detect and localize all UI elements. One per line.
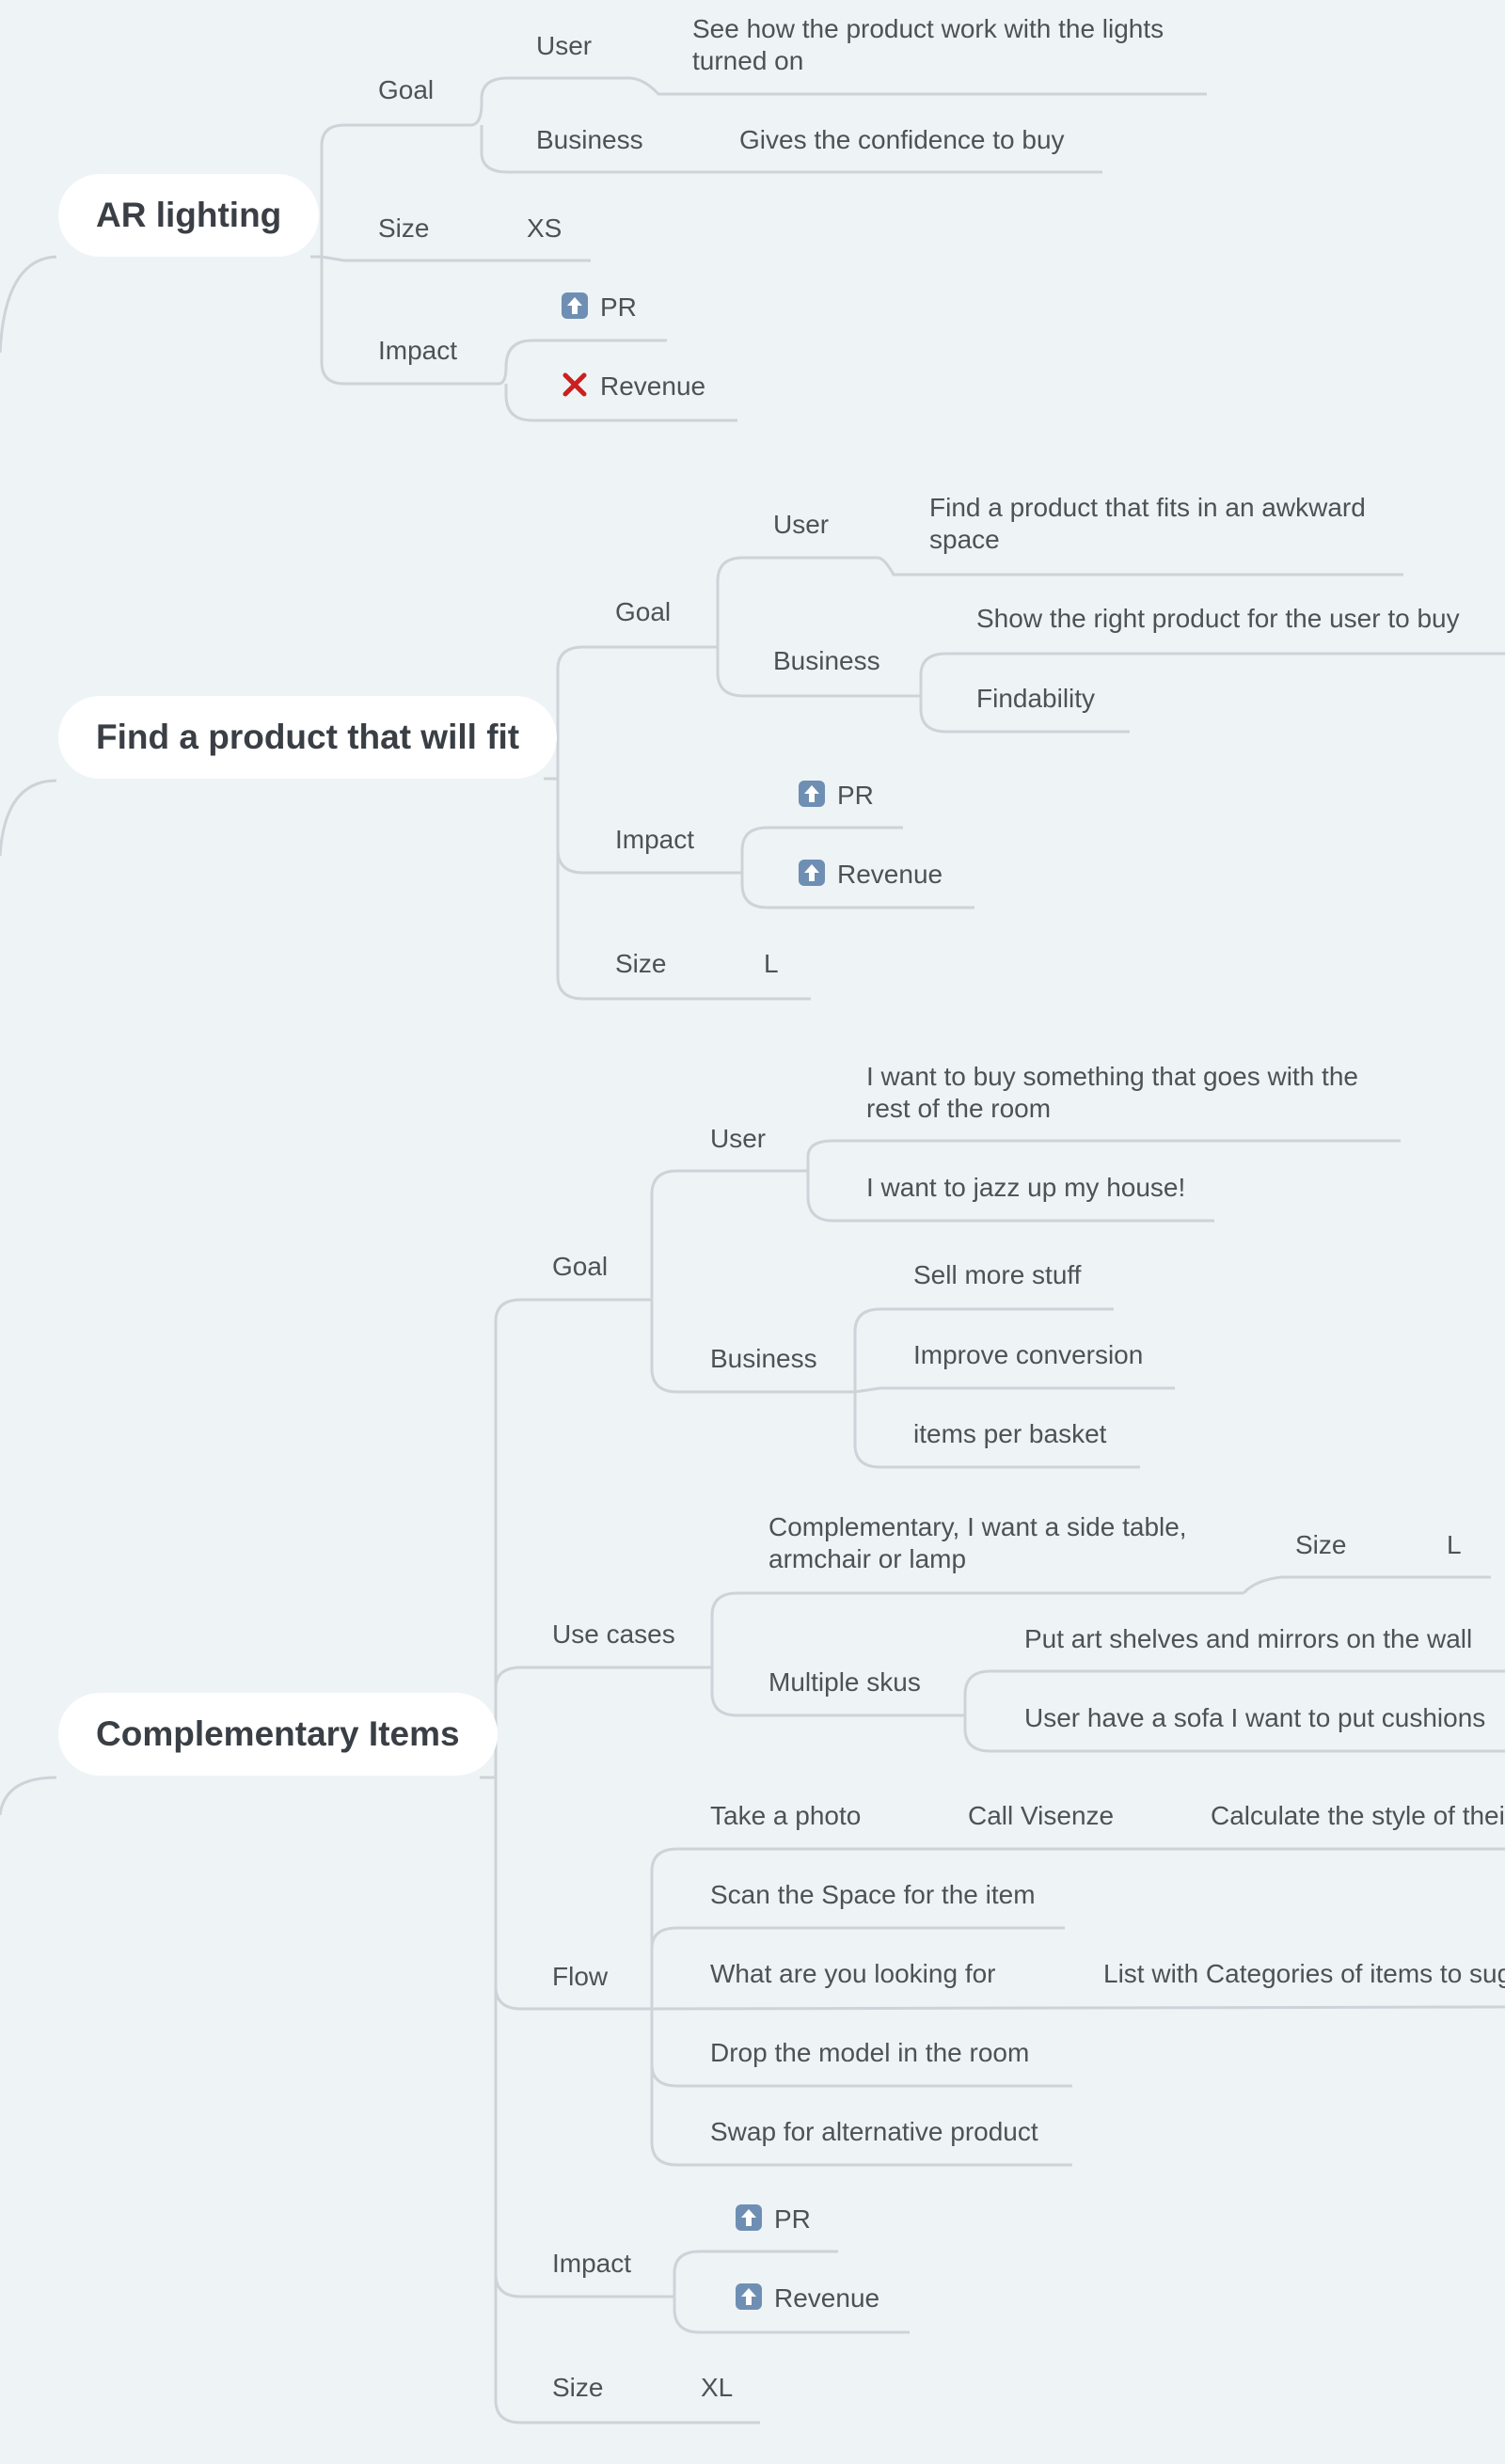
up-arrow-icon — [735, 2203, 763, 2239]
complementary-business-item-2[interactable]: Improve conversion — [913, 1340, 1144, 1369]
find-product-goal[interactable]: Goal — [615, 597, 672, 626]
cross-icon — [561, 371, 589, 406]
find-product-business-item-2[interactable]: Findability — [976, 684, 1096, 713]
complementary-goal[interactable]: Goal — [552, 1252, 609, 1281]
root-topic-complementary-items[interactable]: Complementary Items — [58, 1693, 498, 1776]
complementary-use-cases[interactable]: Use cases — [552, 1619, 675, 1649]
ar-lighting-size-value[interactable]: XS — [527, 213, 562, 243]
use-case-complementary[interactable]: Complementary, I want a side table, armc… — [768, 1512, 1187, 1573]
ar-lighting-impact-revenue[interactable]: Revenue — [561, 371, 705, 406]
complementary-flow[interactable]: Flow — [552, 1962, 609, 1991]
flow-drop-model[interactable]: Drop the model in the room — [710, 2038, 1030, 2067]
complementary-user[interactable]: User — [710, 1124, 767, 1153]
flow-call-visenze[interactable]: Call Visenze — [968, 1801, 1115, 1830]
flow-calculate-style[interactable]: Calculate the style of thei — [1211, 1801, 1505, 1830]
up-arrow-icon — [798, 859, 826, 894]
up-arrow-icon — [561, 292, 589, 327]
ar-lighting-business-text[interactable]: Gives the confidence to buy — [739, 125, 1065, 154]
ar-lighting-goal[interactable]: Goal — [378, 75, 435, 104]
ar-lighting-impact-pr-label: PR — [600, 292, 637, 322]
flow-scan-space[interactable]: Scan the Space for the item — [710, 1880, 1036, 1909]
find-product-size[interactable]: Size — [615, 949, 667, 978]
ar-lighting-user[interactable]: User — [536, 31, 593, 60]
up-arrow-icon — [798, 780, 826, 815]
find-product-business-item-1[interactable]: Show the right product for the user to b… — [976, 604, 1460, 633]
multiple-skus-item-2[interactable]: User have a sofa I want to put cushions — [1024, 1703, 1486, 1732]
find-product-size-value[interactable]: L — [764, 949, 779, 978]
flow-take-photo[interactable]: Take a photo — [710, 1801, 862, 1830]
complementary-impact-revenue[interactable]: Revenue — [735, 2282, 879, 2318]
complementary-impact[interactable]: Impact — [552, 2249, 632, 2278]
flow-swap-product[interactable]: Swap for alternative product — [710, 2117, 1038, 2146]
find-product-impact-pr-label: PR — [837, 781, 874, 810]
find-product-impact-revenue-label: Revenue — [837, 860, 943, 889]
find-product-user[interactable]: User — [773, 510, 830, 539]
complementary-impact-revenue-label: Revenue — [774, 2283, 880, 2313]
ar-lighting-user-text[interactable]: See how the product work with the lights… — [692, 14, 1164, 75]
use-case-size-value[interactable]: L — [1447, 1530, 1462, 1559]
find-product-business[interactable]: Business — [773, 646, 880, 675]
find-product-impact-pr[interactable]: PR — [798, 780, 874, 815]
complementary-user-item-1[interactable]: I want to buy something that goes with t… — [866, 1062, 1358, 1123]
complementary-user-item-2[interactable]: I want to jazz up my house! — [866, 1173, 1186, 1202]
complementary-business[interactable]: Business — [710, 1344, 817, 1373]
up-arrow-icon — [735, 2282, 763, 2318]
find-product-user-text[interactable]: Find a product that fits in an awkward s… — [929, 493, 1366, 554]
root-topic-ar-lighting[interactable]: AR lighting — [58, 174, 320, 257]
ar-lighting-impact[interactable]: Impact — [378, 336, 458, 365]
complementary-business-item-3[interactable]: items per basket — [913, 1419, 1107, 1448]
find-product-impact-revenue[interactable]: Revenue — [798, 859, 943, 894]
use-case-multiple-skus[interactable]: Multiple skus — [768, 1667, 921, 1697]
ar-lighting-size[interactable]: Size — [378, 213, 430, 243]
ar-lighting-impact-pr[interactable]: PR — [561, 292, 637, 327]
complementary-impact-pr[interactable]: PR — [735, 2203, 811, 2239]
complementary-size-value[interactable]: XL — [701, 2373, 734, 2402]
use-case-size[interactable]: Size — [1295, 1530, 1347, 1559]
multiple-skus-item-1[interactable]: Put art shelves and mirrors on the wall — [1024, 1624, 1473, 1653]
ar-lighting-business[interactable]: Business — [536, 125, 643, 154]
complementary-size[interactable]: Size — [552, 2373, 604, 2402]
complementary-impact-pr-label: PR — [774, 2204, 811, 2234]
complementary-business-item-1[interactable]: Sell more stuff — [913, 1260, 1082, 1289]
ar-lighting-impact-revenue-label: Revenue — [600, 371, 706, 401]
root-topic-find-product[interactable]: Find a product that will fit — [58, 696, 558, 779]
flow-what-looking-for[interactable]: What are you looking for — [710, 1959, 996, 1988]
flow-list-categories[interactable]: List with Categories of items to sug — [1103, 1959, 1505, 1988]
find-product-impact[interactable]: Impact — [615, 825, 695, 854]
